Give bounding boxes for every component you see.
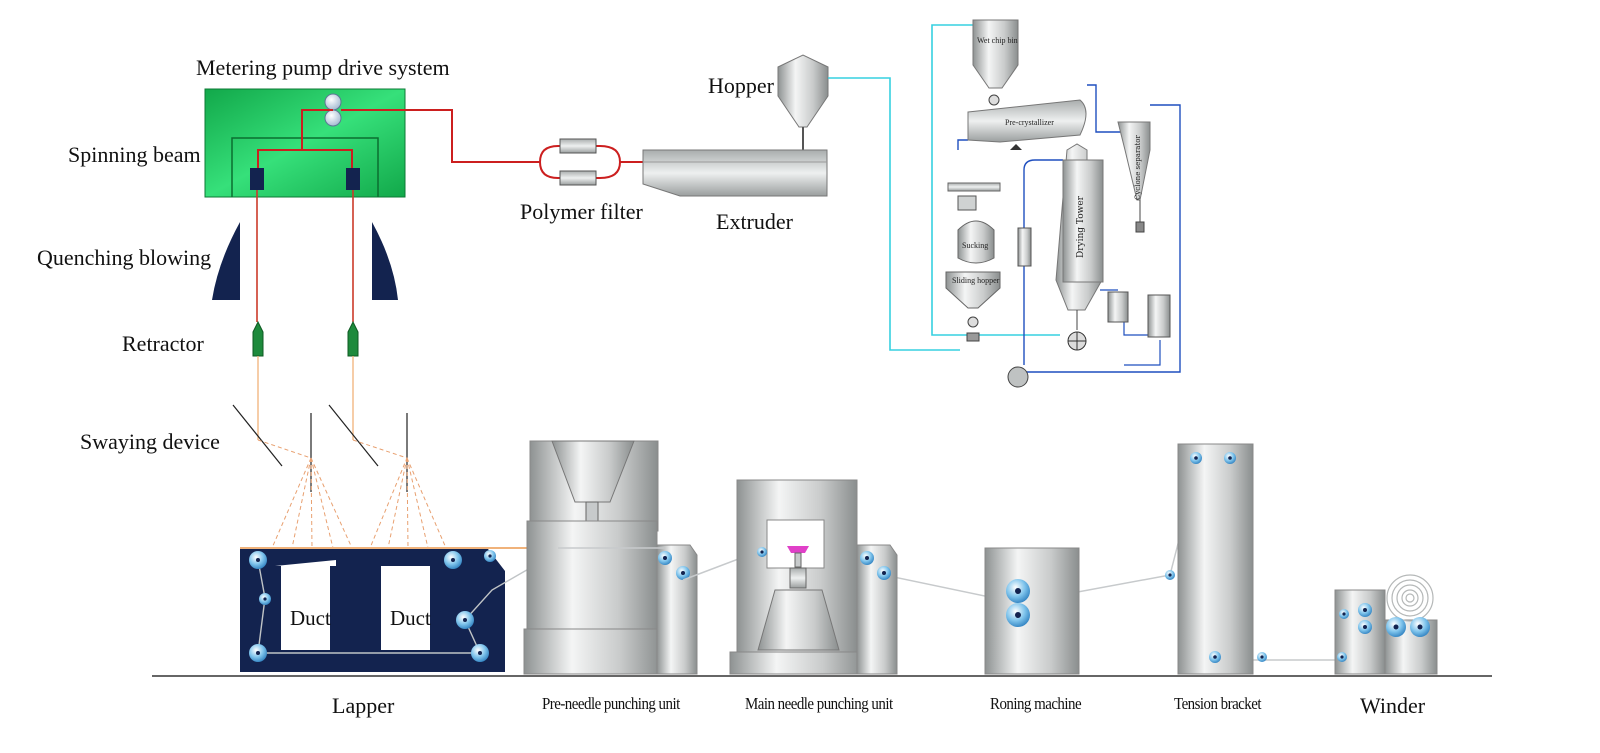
label-winder: Winder [1360, 693, 1426, 718]
label-duct-1: Duct [290, 606, 331, 630]
label-sliding-hopper: Sliding hopper [952, 276, 1000, 285]
label-extruder: Extruder [716, 209, 793, 234]
main-needle-punching-unit [729, 479, 898, 675]
label-wet-bin: Wet chip bin [977, 36, 1018, 45]
hopper [777, 54, 829, 150]
label-main-needle: Main needle punching unit [745, 694, 893, 713]
ironing-machine [984, 547, 1080, 675]
quench-chamber [212, 222, 398, 300]
label-polymer-filter: Polymer filter [520, 199, 643, 224]
tension-bracket [1165, 443, 1267, 675]
label-tension: Tension bracket [1174, 694, 1262, 713]
label-pre-needle: Pre-needle punching unit [542, 694, 680, 713]
pre-needle-punching-unit [523, 440, 698, 675]
label-spinning-beam: Spinning beam [68, 142, 201, 167]
label-hopper: Hopper [708, 73, 774, 98]
label-duct-2: Duct [390, 606, 431, 630]
spinning-beam [204, 88, 540, 198]
cyclone-label: Cyclone separator [1134, 135, 1142, 200]
drying-system [931, 19, 1181, 388]
hopper-feed-line [828, 77, 960, 351]
label-metering-pump: Metering pump drive system [196, 55, 450, 80]
drying-tower-label: Drying Tower [1076, 195, 1086, 258]
metering-pump-icon [324, 93, 342, 111]
swaying-device [232, 404, 408, 492]
label-retractor: Retractor [122, 331, 204, 356]
extruder [642, 149, 828, 197]
lapper-machine [240, 547, 585, 672]
label-swaying: Swaying device [80, 429, 220, 454]
label-sucking: Sucking [962, 241, 989, 250]
label-quenching: Quenching blowing [37, 245, 212, 270]
filaments [256, 190, 354, 322]
retractor-units [252, 320, 359, 357]
label-lapper: Lapper [332, 693, 395, 718]
label-ironing: Roning machine [990, 694, 1082, 713]
label-pre-crystallizer: Pre-crystallizer [1005, 118, 1054, 127]
polymer-filter [539, 138, 645, 186]
winder [1334, 574, 1438, 675]
